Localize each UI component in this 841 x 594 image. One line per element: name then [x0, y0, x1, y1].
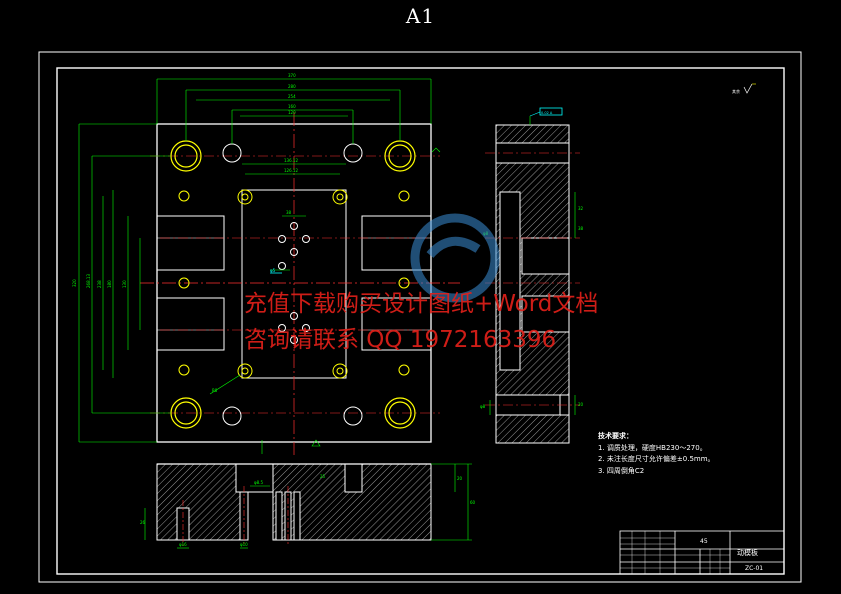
svg-text:38: 38: [286, 210, 292, 215]
dim-text: 370: [288, 73, 296, 78]
slot-left-top: [157, 215, 225, 271]
svg-text:32: 32: [578, 206, 584, 211]
sheet-size-label: A1: [405, 4, 436, 28]
svg-text:0.02 A: 0.02 A: [541, 111, 553, 115]
slot-right-top: [361, 215, 431, 271]
notes-heading: 技术要求：: [598, 432, 633, 440]
section-view-bottom: 60 20 26 φ16 φ10 φ8.5 25: [140, 463, 476, 549]
svg-text:φ8: φ8: [480, 404, 486, 409]
svg-text:130: 130: [122, 280, 127, 288]
svg-text:20: 20: [578, 402, 584, 407]
svg-text:φ10: φ10: [240, 542, 248, 547]
watermark-logo: [410, 213, 500, 303]
title-block: [619, 530, 785, 575]
slot-right-bottom: [361, 297, 431, 351]
outer-border: [38, 51, 802, 583]
title-block-material: 45: [700, 538, 708, 545]
title-block-part-name: 动模板: [737, 549, 758, 557]
svg-text:280: 280: [288, 84, 296, 89]
plan-view: 370 280 254 160 120 136.12 126.12 320 26…: [72, 73, 460, 455]
svg-text:254: 254: [288, 94, 296, 99]
svg-text:180: 180: [107, 280, 112, 288]
slot-left-bottom: [157, 297, 225, 351]
svg-text:25: 25: [320, 474, 326, 479]
svg-text:φ16: φ16: [179, 542, 187, 547]
svg-text:60: 60: [470, 500, 476, 505]
svg-text:268.13: 268.13: [86, 274, 91, 288]
svg-text:20: 20: [457, 476, 463, 481]
note-item: 2. 未注长度尺寸允许偏差±0.5mm。: [598, 455, 715, 463]
svg-text:320: 320: [72, 279, 77, 287]
svg-text:其余: 其余: [732, 88, 740, 94]
note-item: 3. 四周倒角C2: [598, 466, 645, 475]
technical-requirements: 技术要求： 1. 调质处理，硬度HB230～270。 2. 未注长度尺寸允许偏差…: [598, 431, 715, 477]
svg-text:φ8.5: φ8.5: [254, 480, 263, 485]
svg-text:φ5: φ5: [270, 268, 276, 273]
note-item: 1. 调质处理，硬度HB230～270。: [598, 443, 707, 452]
svg-text:26: 26: [140, 520, 146, 525]
svg-text:R8: R8: [212, 388, 218, 393]
svg-text:160: 160: [288, 104, 296, 109]
svg-text:136.12: 136.12: [284, 158, 298, 163]
inner-frame: [56, 67, 785, 575]
watermark-line-1: 充值下载购买设计图纸+Word文档: [244, 291, 599, 317]
svg-text:38: 38: [578, 226, 584, 231]
roughness-symbol: [743, 83, 753, 94]
title-block-drawing-no: ZC-01: [745, 565, 764, 572]
svg-text:126.12: 126.12: [284, 168, 298, 173]
svg-text:120: 120: [288, 110, 296, 115]
watermark-line-2: 咨询请联系 QQ 1972163396: [244, 327, 557, 353]
svg-text:238: 238: [97, 280, 102, 288]
